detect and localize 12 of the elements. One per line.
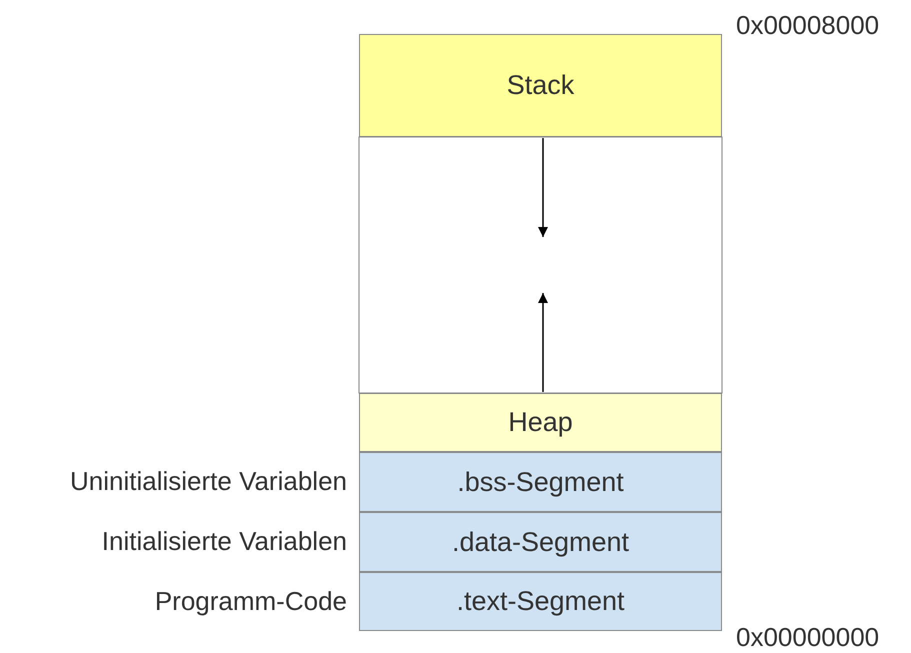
segment-name: Heap (508, 407, 573, 438)
segment-description: Initialisierte Variablen (102, 526, 347, 557)
segment-name: Stack (506, 70, 574, 101)
arrow (538, 293, 548, 392)
segment-description: Programm-Code (154, 586, 347, 616)
arrow (538, 138, 548, 237)
segment-name: .data-Segment (452, 526, 630, 558)
address-label: 0x00000000 (736, 622, 880, 653)
address-label: 0x00008000 (736, 10, 880, 41)
segment-name: .bss-Segment (457, 466, 624, 498)
segment-description: Uninitialisierte Variablen (70, 466, 347, 497)
segment-name: .text-Segment (456, 586, 625, 617)
